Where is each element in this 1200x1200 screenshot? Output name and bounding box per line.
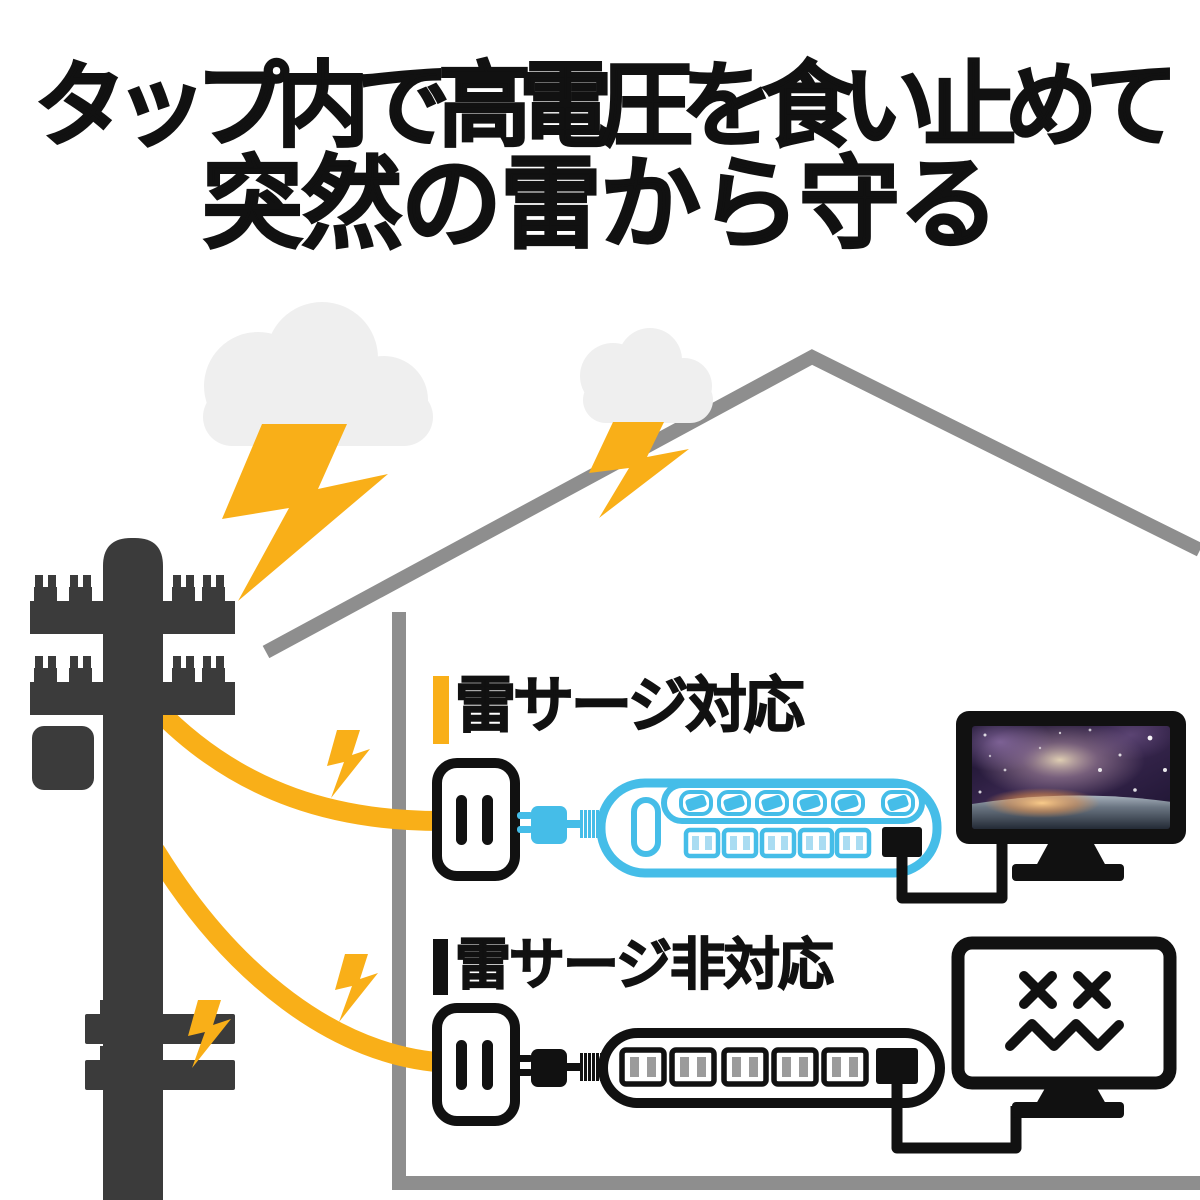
- power-cable-lower: [146, 842, 460, 1073]
- wall-outlet-unprotected: [432, 1003, 520, 1126]
- house-outline: [262, 349, 1200, 1190]
- monitor-unprotected: [951, 936, 1177, 1118]
- headline: タップ内で高電圧を食い止めて 突然の雷から守る: [0, 54, 1200, 261]
- label-marker-black: [433, 939, 448, 995]
- dead-eye-left: [1019, 971, 1057, 1009]
- power-strip-protected: [596, 778, 942, 878]
- plugged-plug-unprotected: [876, 1048, 918, 1084]
- plugged-plug-protected: [882, 827, 922, 857]
- strip-switches: [679, 790, 915, 816]
- strip-outlets-protected: [683, 827, 872, 859]
- dead-face: [1005, 971, 1124, 1051]
- house-wall-and-floor: [392, 612, 1200, 1190]
- strip-indicator-light: [631, 797, 661, 857]
- lightning-bolt-medium: [589, 422, 689, 518]
- pole-crossarm-upper: [30, 575, 235, 634]
- strip-plug-protected: [517, 806, 603, 844]
- utility-pole: [30, 538, 235, 1200]
- monitor-cord-protected: [896, 838, 1008, 904]
- monitor-stand-dead: [1036, 1083, 1106, 1104]
- monitor-protected: [956, 711, 1186, 881]
- scene-unprotected-heading: 雷サージ非対応: [433, 933, 835, 996]
- pole-crossarm-lower: [30, 656, 235, 715]
- surge-bolt-lower-cable: [335, 954, 378, 1022]
- wall-outlet-protected: [432, 758, 520, 881]
- surge-bolt-pole: [188, 1000, 231, 1068]
- headline-line-1: タップ内で高電圧を食い止めて: [33, 54, 1180, 158]
- surge-bolt-upper-cable: [327, 730, 370, 798]
- monitor-base: [1012, 864, 1124, 881]
- pole-foot-brackets: [85, 1000, 235, 1090]
- dead-mouth: [1005, 1019, 1124, 1051]
- pole-transformer-box: [32, 726, 94, 790]
- monitor-base-dead: [1012, 1102, 1124, 1118]
- power-cables: [146, 698, 460, 1073]
- label-marker-yellow: [433, 676, 449, 744]
- monitor-cord-unprotected: [891, 1084, 1022, 1154]
- scene-protected-label: 雷サージ対応: [454, 670, 805, 740]
- headline-line-2: 突然の雷から守る: [201, 148, 1000, 261]
- house-roof: [262, 349, 1200, 659]
- dead-eye-right: [1073, 971, 1111, 1009]
- stars: [978, 728, 1167, 794]
- scene-protected: [432, 711, 1186, 904]
- monitor-bezel-dead: [951, 936, 1177, 1090]
- monitor-stand: [1036, 844, 1106, 866]
- monitor-screen-galaxy: [972, 726, 1170, 829]
- pole-trunk: [103, 538, 163, 1200]
- scene-unprotected-label: 雷サージ非対応: [454, 933, 834, 996]
- scene-protected-heading: 雷サージ対応: [433, 670, 806, 744]
- strip-plug-unprotected: [517, 1049, 603, 1087]
- storm-cloud-right: [580, 328, 713, 423]
- strip-outlets-unprotected: [619, 1047, 869, 1087]
- power-strip-unprotected: [598, 1028, 945, 1108]
- lightning-bolt-large: [222, 424, 388, 601]
- scene-unprotected: [432, 936, 1177, 1154]
- power-cable-upper: [146, 698, 456, 832]
- sun-glow: [984, 788, 1100, 818]
